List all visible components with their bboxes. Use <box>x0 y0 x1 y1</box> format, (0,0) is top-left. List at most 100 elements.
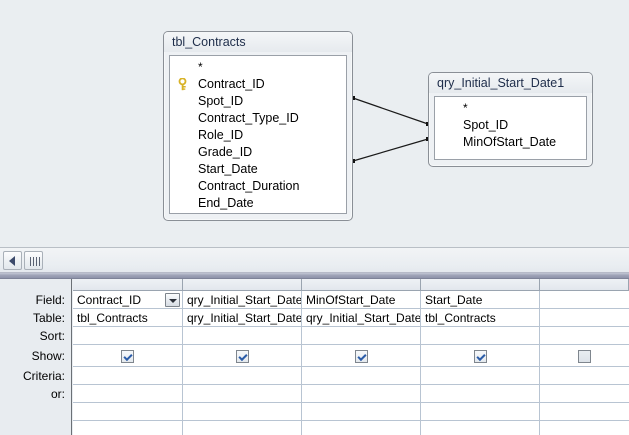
field-list-item[interactable]: Grade_ID <box>170 144 346 161</box>
qbe-row-show <box>73 345 629 367</box>
qbe-cell-field[interactable]: Contract_ID <box>73 291 183 309</box>
qbe-row-blank <box>73 421 629 435</box>
qbe-cell-criteria[interactable] <box>73 367 183 385</box>
qbe-cell-show[interactable] <box>540 345 629 367</box>
field-list-item[interactable]: * <box>170 59 346 76</box>
qbe-cell-blank[interactable] <box>183 403 302 421</box>
field-list-item[interactable]: Contract_ID <box>170 76 346 93</box>
pane-splitter[interactable] <box>0 247 629 279</box>
qbe-cell-blank[interactable] <box>421 421 540 435</box>
field-name: * <box>463 101 468 115</box>
qbe-column-selector[interactable] <box>302 279 421 291</box>
field-list-item[interactable]: Spot_ID <box>435 117 586 134</box>
grip-icon <box>30 257 40 266</box>
qbe-cell-sort[interactable] <box>302 327 421 345</box>
qbe-cell-text: MinOfStart_Date <box>306 293 396 307</box>
triangle-left-icon <box>9 256 15 266</box>
qbe-column-selector[interactable] <box>73 279 183 291</box>
field-name: Contract_ID <box>198 77 265 91</box>
qbe-cell-blank[interactable] <box>302 403 421 421</box>
qbe-cell-criteria[interactable] <box>302 367 421 385</box>
qbe-row-label-gutter: Field:Table:Sort:Show:Criteria:or: <box>0 279 72 435</box>
scroll-left-button[interactable] <box>3 251 22 270</box>
show-checkbox[interactable] <box>235 349 249 363</box>
resize-grip-button[interactable] <box>24 251 43 270</box>
qbe-cell-show[interactable] <box>183 345 302 367</box>
field-list-item[interactable]: Contract_Duration <box>170 178 346 195</box>
qbe-cell-field[interactable]: MinOfStart_Date <box>302 291 421 309</box>
qbe-cell-show[interactable] <box>302 345 421 367</box>
field-name: Spot_ID <box>198 94 244 108</box>
table-object-title[interactable]: tbl_Contracts <box>164 32 352 52</box>
qbe-cell-blank[interactable] <box>302 421 421 435</box>
qbe-row-label: or: <box>50 387 65 401</box>
qbe-cell-or[interactable] <box>73 385 183 403</box>
chevron-down-icon[interactable] <box>165 293 180 307</box>
qbe-row-criteria <box>73 367 629 385</box>
qbe-cell-sort[interactable] <box>421 327 540 345</box>
qbe-row-blank <box>73 403 629 421</box>
qbe-cell-criteria[interactable] <box>421 367 540 385</box>
qbe-cell-table[interactable]: tbl_Contracts <box>73 309 183 327</box>
qbe-cell-table[interactable] <box>540 309 629 327</box>
qbe-cell-field[interactable]: Start_Date <box>421 291 540 309</box>
field-list-item[interactable]: * <box>435 100 586 117</box>
join-line[interactable] <box>352 138 429 162</box>
field-list-item[interactable]: Contract_Type_ID <box>170 110 346 127</box>
qbe-cell-or[interactable] <box>421 385 540 403</box>
qbe-cell-show[interactable] <box>421 345 540 367</box>
field-list-item[interactable]: MinOfStart_Date <box>435 134 586 151</box>
qbe-cell-text: qry_Initial_Start_Date1 <box>306 311 421 325</box>
qbe-cell-text: tbl_Contracts <box>77 311 148 325</box>
qbe-columns-area[interactable]: Contract_ID qry_Initial_Start_Date1 MinOfS… <box>73 279 629 435</box>
qbe-cell-field[interactable] <box>540 291 629 309</box>
field-list-item[interactable]: Start_Date <box>170 161 346 178</box>
qbe-cell-or[interactable] <box>540 385 629 403</box>
qbe-cell-blank[interactable] <box>183 421 302 435</box>
qbe-cell-show[interactable] <box>73 345 183 367</box>
qbe-grid[interactable]: Field:Table:Sort:Show:Criteria:or: Contr… <box>0 279 629 435</box>
qbe-cell-sort[interactable] <box>73 327 183 345</box>
show-checkbox[interactable] <box>473 349 487 363</box>
table-object-title[interactable]: qry_Initial_Start_Date1 <box>429 73 592 93</box>
qbe-cell-criteria[interactable] <box>540 367 629 385</box>
qbe-cell-sort[interactable] <box>540 327 629 345</box>
show-checkbox[interactable] <box>354 349 368 363</box>
qbe-cell-blank[interactable] <box>421 403 540 421</box>
qbe-row-label: Criteria: <box>22 369 65 383</box>
qbe-column-selector[interactable] <box>183 279 302 291</box>
field-list-item[interactable]: Role_ID <box>170 127 346 144</box>
qbe-column-selector[interactable] <box>421 279 540 291</box>
qbe-cell-blank[interactable] <box>73 421 183 435</box>
qbe-cell-field[interactable]: qry_Initial_Start_Date1 <box>183 291 302 309</box>
splitter-drag-bar[interactable] <box>0 272 629 279</box>
qbe-cell-table[interactable]: tbl_Contracts <box>421 309 540 327</box>
field-name: Contract_Duration <box>198 179 300 193</box>
qbe-cell-or[interactable] <box>183 385 302 403</box>
field-list-item[interactable]: End_Date <box>170 195 346 212</box>
qbe-cell-blank[interactable] <box>540 403 629 421</box>
qbe-cell-table[interactable]: qry_Initial_Start_Date1 <box>302 309 421 327</box>
qbe-cell-blank[interactable] <box>540 421 629 435</box>
qbe-row-label: Table: <box>32 311 65 325</box>
qbe-column-selector[interactable] <box>540 279 629 291</box>
show-checkbox[interactable] <box>577 349 591 363</box>
qbe-cell-text: Contract_ID <box>77 293 142 307</box>
show-checkbox[interactable] <box>121 349 134 363</box>
qbe-cell-or[interactable] <box>302 385 421 403</box>
qbe-cell-text: qry_Initial_Start_Date1 <box>187 311 302 325</box>
qbe-cell-table[interactable]: qry_Initial_Start_Date1 <box>183 309 302 327</box>
qbe-cell-blank[interactable] <box>73 403 183 421</box>
qbe-cell-sort[interactable] <box>183 327 302 345</box>
qbe-row-field: Contract_ID qry_Initial_Start_Date1 MinOfS… <box>73 291 629 309</box>
qbe-cell-criteria[interactable] <box>183 367 302 385</box>
field-list-item[interactable]: Spot_ID <box>170 93 346 110</box>
table-object-tbl_contracts[interactable]: tbl_Contracts *Contract_ID Spot_ID Contract… <box>163 31 353 221</box>
join-line[interactable] <box>352 97 429 125</box>
